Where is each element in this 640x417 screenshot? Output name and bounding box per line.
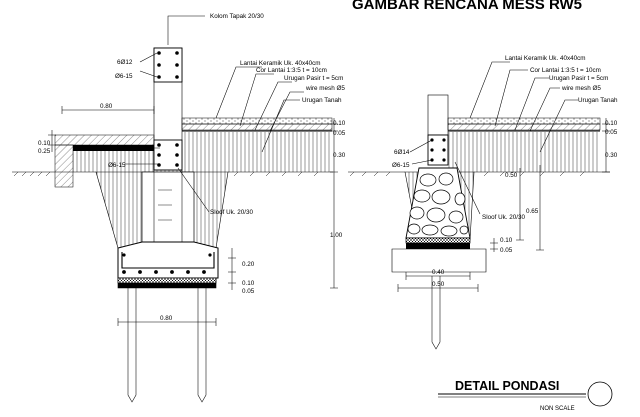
left-mesh-label: wire mesh Ø5 bbox=[305, 85, 345, 92]
left-dim-r2: 0.05 bbox=[333, 130, 346, 137]
right-sloof bbox=[427, 134, 449, 166]
left-dim-f2: 0.10 bbox=[242, 280, 255, 287]
right-sand-label: Urugan Pasir t = 5cm bbox=[549, 75, 608, 82]
left-footing-rebars bbox=[121, 252, 215, 274]
left-rebar-label: 6Ø12 bbox=[117, 59, 133, 66]
right-floor-tile bbox=[447, 117, 601, 125]
left-dim-top-width: 0.80 bbox=[100, 103, 113, 110]
right-sloof-stirrup-label: Ø6-15 bbox=[392, 162, 410, 169]
left-pedestal bbox=[141, 171, 195, 243]
right-dim-c: 0.10 bbox=[500, 237, 513, 244]
right-dim-outer-width: 0.50 bbox=[432, 281, 445, 288]
left-dim-bottom-width: 0.80 bbox=[160, 315, 173, 322]
right-dim-r1: 0.10 bbox=[605, 120, 618, 127]
left-column-rebars bbox=[157, 51, 179, 79]
left-floor-slab-label: Cor Lantai 1:3:5 t = 10cm bbox=[256, 67, 327, 74]
title-block: DETAIL PONDASI NON SCALE bbox=[438, 379, 613, 412]
right-ground-hatch bbox=[349, 171, 585, 177]
sheet-title: GAMBAR RENCANA MESS RW5 bbox=[352, 0, 582, 13]
right-soil-label: Urugan Tanah bbox=[578, 97, 618, 104]
left-sloof-stirrup-label: Ø6-15 bbox=[108, 162, 126, 169]
right-detail bbox=[348, 61, 610, 350]
left-pile-2 bbox=[197, 288, 207, 403]
right-floor-slab bbox=[447, 123, 601, 131]
right-floor-slab-label: Cor Lantai 1:3:5 t = 10cm bbox=[530, 67, 601, 74]
right-sloof-rebars bbox=[430, 138, 446, 162]
left-column-label: Kolom Tapak 20/30 bbox=[210, 13, 264, 20]
left-stirrup-label: Ø6-15 bbox=[115, 73, 133, 80]
right-dim-b: 0.65 bbox=[526, 208, 539, 215]
left-dim-f1: 0.20 bbox=[242, 261, 255, 268]
left-floor-tile bbox=[181, 117, 333, 125]
right-dim-inner-width: 0.40 bbox=[432, 269, 445, 276]
left-dim-f3: 0.05 bbox=[242, 288, 255, 295]
right-dim-r2: 0.05 bbox=[605, 129, 618, 136]
left-soil-label: Urugan Tanah bbox=[302, 97, 342, 104]
detail-title: DETAIL PONDASI bbox=[455, 379, 559, 393]
left-overhang-base bbox=[54, 144, 74, 188]
left-floor-tile-label: Lantai Keramik Uk. 40x40cm bbox=[240, 60, 321, 67]
left-dim-side-2: 0.25 bbox=[38, 148, 51, 155]
left-overhang-floor bbox=[73, 145, 154, 151]
left-dim-side-1: 0.10 bbox=[38, 140, 51, 147]
left-overhang-fill bbox=[73, 151, 154, 172]
right-dim-r3: 0.30 bbox=[605, 152, 618, 159]
left-pile-1 bbox=[127, 288, 137, 403]
left-sloof-rebar-label: 6Ø14 bbox=[105, 145, 121, 152]
left-dim-depth: 1.00 bbox=[330, 232, 343, 239]
left-dim-r1: 0.10 bbox=[333, 120, 346, 127]
left-overhang-slab bbox=[54, 134, 155, 146]
left-lean-concrete bbox=[117, 277, 217, 284]
left-soil-fill bbox=[182, 132, 332, 172]
right-dim-d: 0.05 bbox=[500, 247, 513, 254]
detail-marker-circle bbox=[587, 381, 613, 407]
right-sloof-label: Sloof Uk. 20/30 bbox=[482, 214, 526, 221]
right-dim-a: 0.50 bbox=[505, 172, 518, 179]
right-sand-base bbox=[406, 243, 470, 249]
right-soil-fill bbox=[448, 132, 600, 172]
scale-note: NON SCALE bbox=[540, 406, 575, 412]
left-ground-hatch bbox=[13, 171, 319, 177]
left-detail bbox=[12, 15, 338, 403]
right-pile bbox=[431, 276, 441, 350]
right-stones bbox=[407, 172, 469, 237]
left-sand-label: Urugan Pasir t = 5cm bbox=[284, 75, 343, 82]
right-lean-concrete bbox=[405, 237, 471, 244]
left-sloof-label: Sloof Uk. 20/30 bbox=[210, 209, 254, 216]
right-floor-tile-label: Lantai Keramik Uk. 40x40cm bbox=[505, 55, 586, 62]
left-floor-slab bbox=[181, 123, 333, 131]
left-dim-r3: 0.30 bbox=[333, 152, 346, 159]
right-sloof-rebar-label: 6Ø14 bbox=[394, 149, 410, 156]
right-mesh-label: wire mesh Ø5 bbox=[561, 85, 601, 92]
right-footing-pad bbox=[391, 248, 487, 273]
left-sand-base bbox=[118, 283, 216, 288]
right-wall bbox=[427, 94, 449, 136]
